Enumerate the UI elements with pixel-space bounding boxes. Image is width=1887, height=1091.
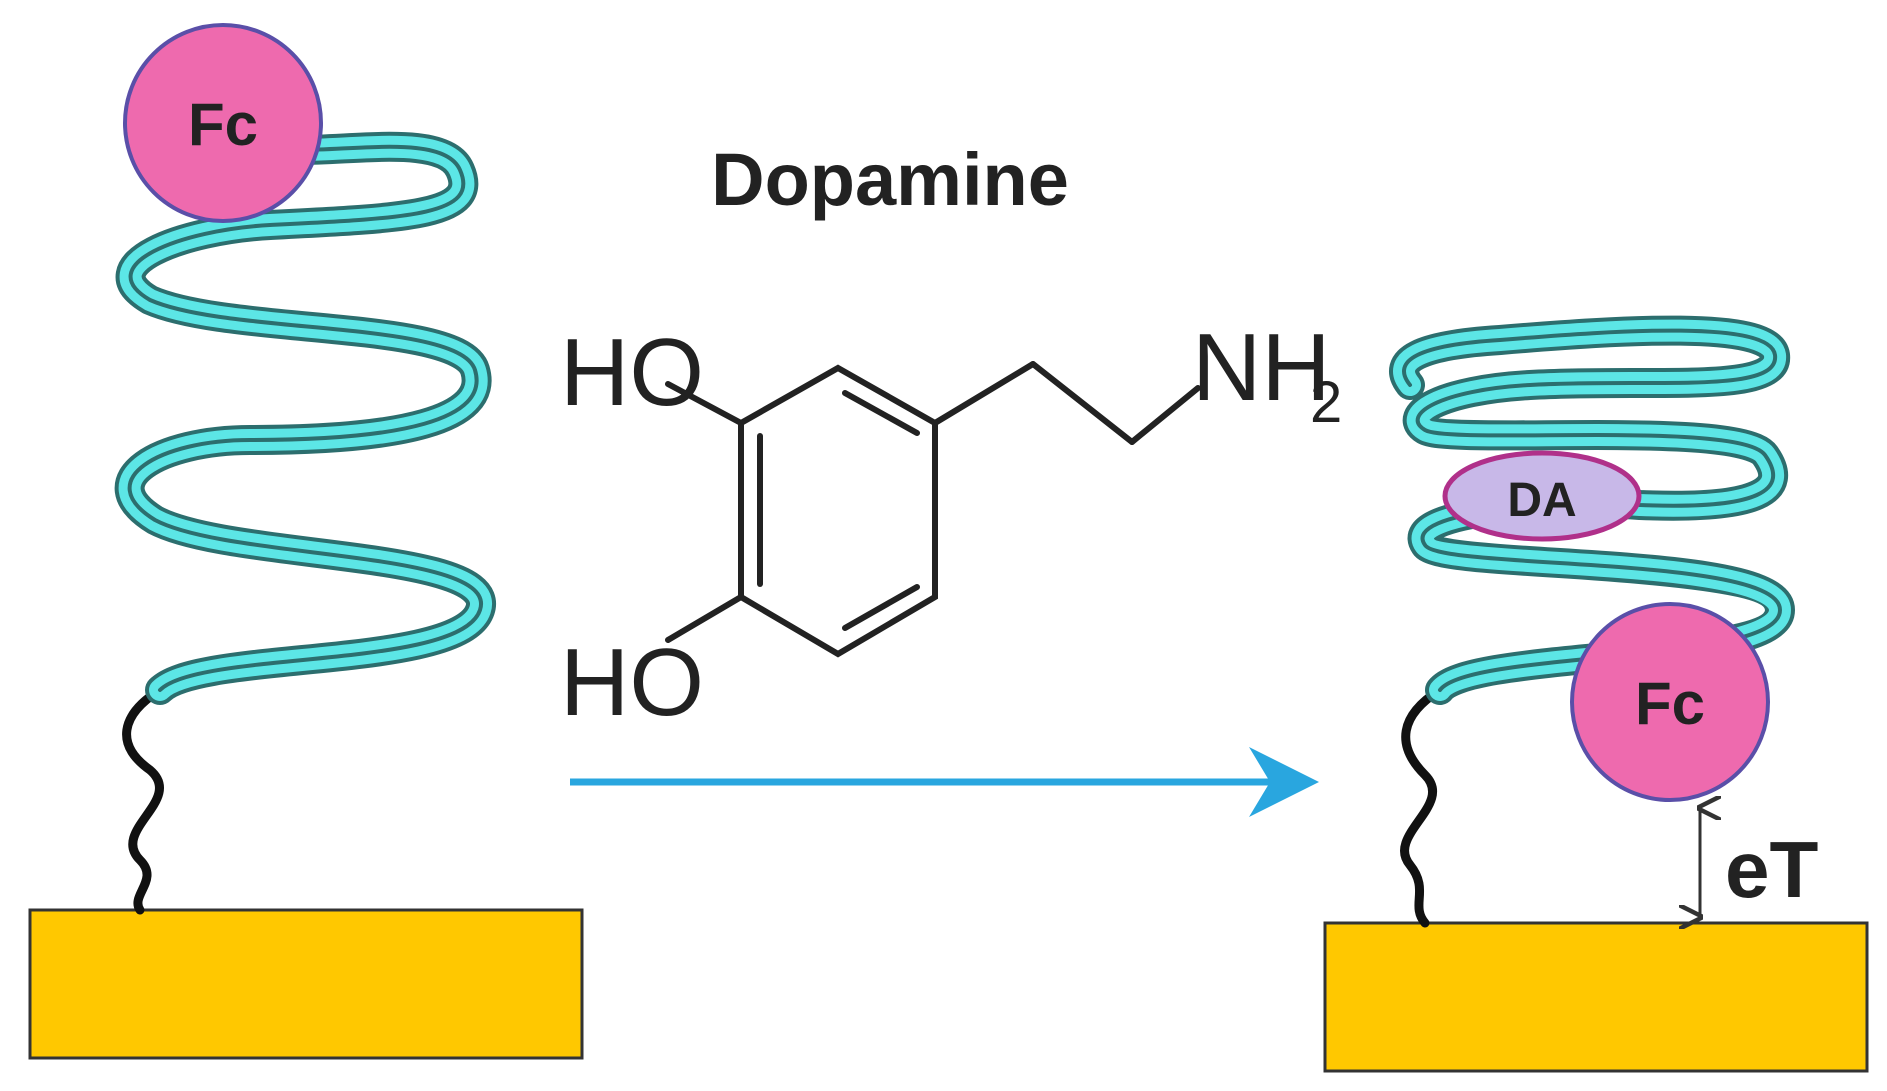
dopamine-structure [665,361,1201,658]
right-ferrocene: Fc [1570,602,1770,802]
dopamine-target-label: DA [1507,474,1576,527]
right-aptamer-helix [1389,315,1796,705]
electron-transfer-label: eT [1725,825,1818,914]
hydroxyl-top-label: HO [560,319,704,426]
right-construct: DA Fc eT [1323,315,1869,1073]
dopamine-target: DA [1442,450,1642,542]
left-electrode [28,908,584,1060]
right-electrode [1323,921,1869,1073]
amine-label: NH [1192,314,1331,421]
molecule-title: Dopamine [711,138,1069,221]
left-ferrocene: Fc [123,23,323,223]
right-linker [1400,685,1445,928]
left-construct: Fc [28,23,584,1060]
left-linker [122,685,165,915]
amine-subscript: 2 [1310,370,1342,435]
right-ferrocene-label: Fc [1635,670,1705,737]
hydroxyl-bottom-label: HO [560,629,704,736]
left-ferrocene-label: Fc [188,91,258,158]
left-aptamer-helix [114,131,496,705]
